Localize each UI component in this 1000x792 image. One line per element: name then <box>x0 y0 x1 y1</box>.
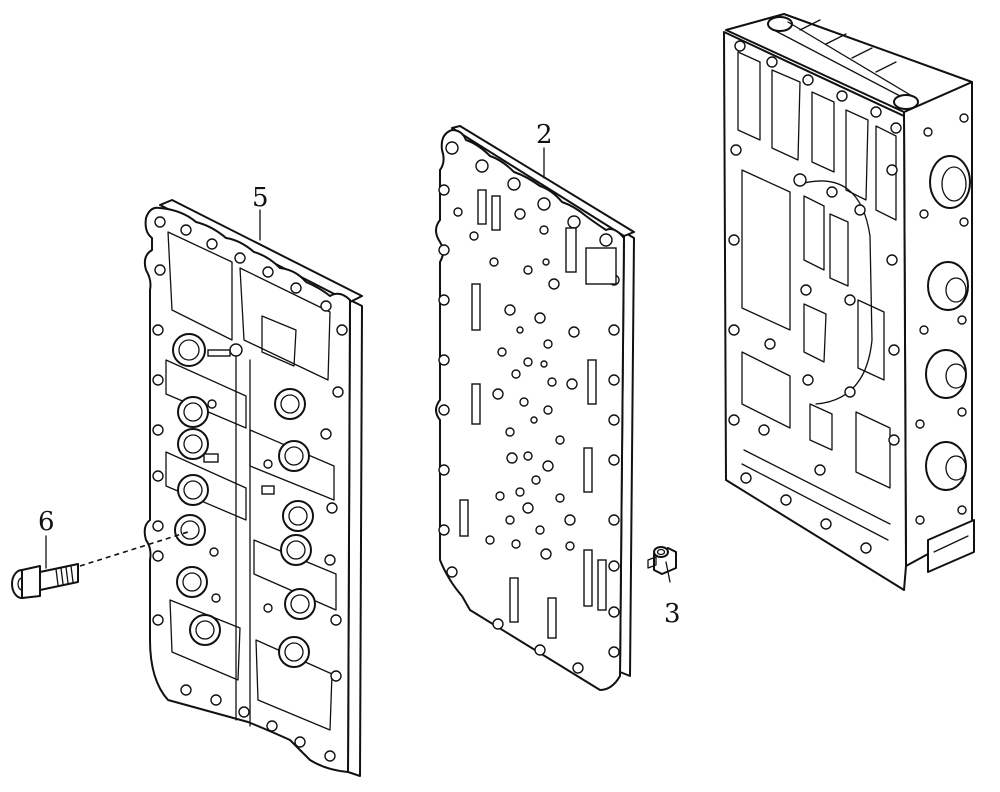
assembly-axis-line <box>79 531 189 567</box>
callout-part-6: 6 <box>38 507 55 537</box>
screw-part-6 <box>11 563 79 599</box>
callout-part-5: 5 <box>252 183 269 213</box>
leader-lines <box>45 147 671 583</box>
plug-part-3 <box>647 546 677 575</box>
callout-part-3: 3 <box>664 599 681 629</box>
intermediate-plate-part-5 <box>143 199 363 777</box>
valve-body <box>723 13 975 591</box>
leader-line-3 <box>665 561 671 583</box>
separator-plate-part-2 <box>435 125 635 691</box>
callout-part-2: 2 <box>536 120 553 150</box>
